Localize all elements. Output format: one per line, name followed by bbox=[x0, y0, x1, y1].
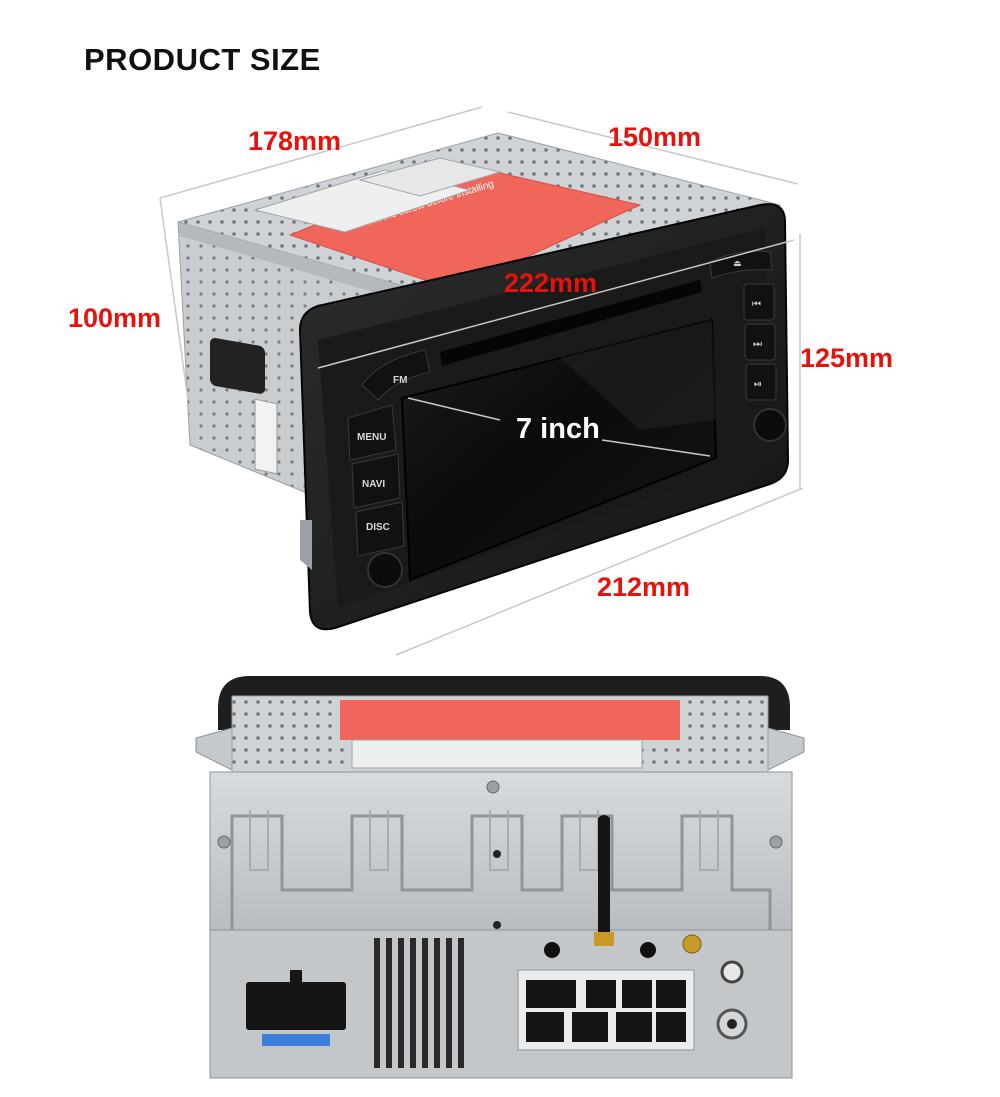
rear-warning-sticker bbox=[340, 700, 680, 740]
dimension-width-face: 212mm bbox=[597, 572, 691, 602]
dimension-diagonal-face: 222mm bbox=[504, 268, 598, 298]
head-unit-front-view: Take out the screw before installing MEN… bbox=[176, 132, 790, 631]
menu-button-label: MENU bbox=[357, 432, 386, 443]
volume-knob[interactable] bbox=[367, 552, 403, 588]
vent-slots bbox=[374, 938, 464, 1068]
play-pause-button[interactable]: ⏯ bbox=[745, 363, 777, 401]
page-title: PRODUCT SIZE bbox=[84, 42, 321, 77]
menu-button[interactable]: MENU bbox=[347, 404, 397, 461]
dimension-lines bbox=[159, 106, 804, 656]
next-track-button[interactable]: ⏭ bbox=[744, 323, 776, 361]
dimension-width-top: 178mm bbox=[248, 126, 342, 156]
fuse bbox=[262, 1034, 330, 1046]
left-harness-connector bbox=[246, 982, 346, 1030]
gps-antenna-port bbox=[682, 934, 702, 954]
head-unit-rear-view bbox=[195, 676, 805, 1079]
rear-heatsink-plate bbox=[209, 771, 793, 931]
prev-track-button[interactable]: ⏮ bbox=[743, 283, 775, 321]
tuning-knob[interactable] bbox=[753, 408, 787, 442]
dimension-height-body: 100mm bbox=[68, 303, 162, 333]
disc-button-label: DISC bbox=[366, 522, 390, 533]
prev-track-icon: ⏮ bbox=[752, 299, 761, 310]
fm-button-label: FM bbox=[393, 375, 407, 386]
navi-button-label: NAVI bbox=[362, 479, 385, 490]
disc-button[interactable]: DISC bbox=[355, 501, 405, 557]
screen-size-label: 7 inch bbox=[516, 413, 600, 445]
disc-slot bbox=[440, 280, 702, 366]
dimension-height-face: 125mm bbox=[800, 343, 894, 373]
side-connector bbox=[210, 337, 265, 394]
fm-button[interactable]: FM bbox=[361, 349, 431, 401]
navi-button[interactable]: NAVI bbox=[351, 453, 401, 509]
wifi-antenna bbox=[598, 815, 610, 940]
eject-icon: ⏏ bbox=[733, 258, 742, 268]
barcode-sticker bbox=[254, 398, 278, 475]
next-track-icon: ⏭ bbox=[753, 339, 762, 350]
dimension-depth: 150mm bbox=[608, 122, 702, 152]
play-pause-icon: ⏯ bbox=[754, 379, 762, 390]
